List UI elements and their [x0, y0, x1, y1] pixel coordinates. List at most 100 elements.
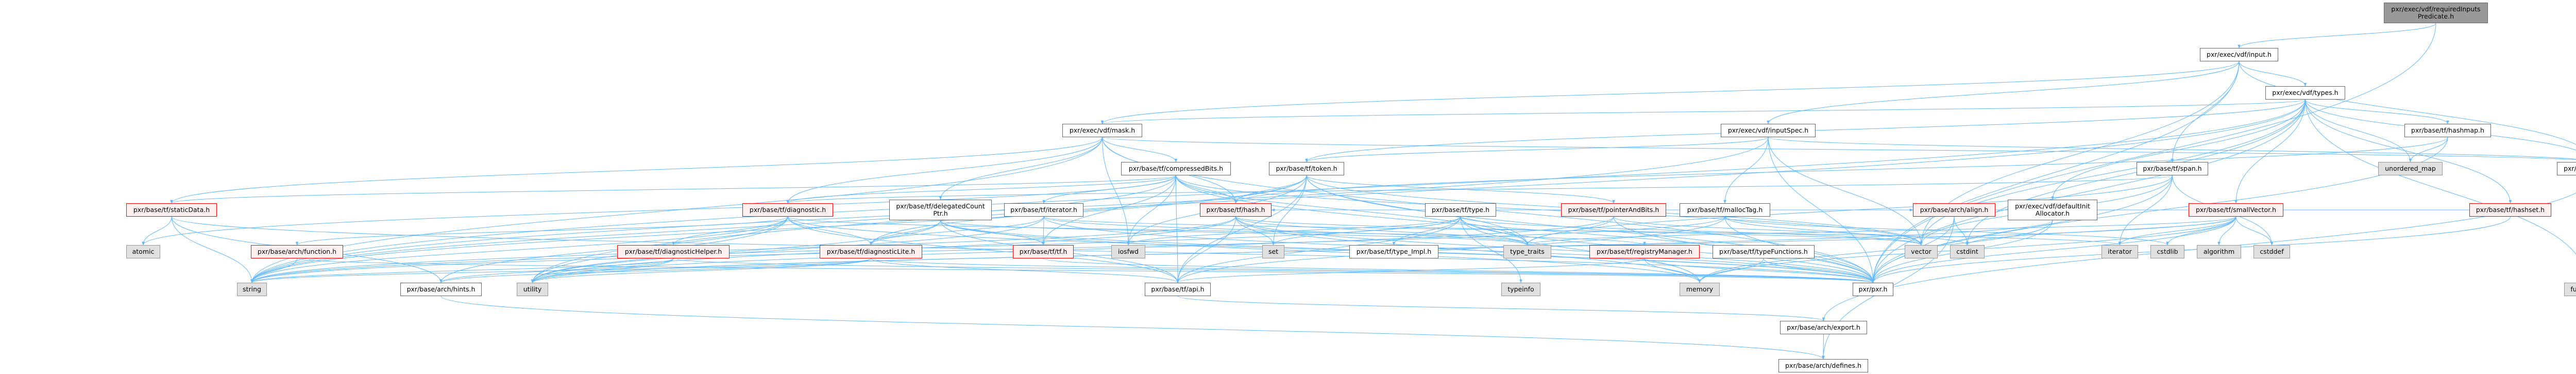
node-atomic[interactable]: atomic	[126, 245, 160, 258]
edge-input-to-inputSpec	[1767, 61, 2240, 124]
node-compressedBits[interactable]: pxr/base/tf/compressedBits.h	[1121, 162, 1231, 175]
edge-compressedBits-to-tfapi	[1176, 175, 1179, 283]
node-hashset[interactable]: pxr/base/tf/hashset.h	[2469, 203, 2551, 217]
node-type[interactable]: pxr/base/tf/type.h	[1425, 203, 1496, 217]
edge-rip-to-input	[2238, 23, 2436, 48]
node-function[interactable]: pxr/base/arch/function.h	[251, 245, 343, 258]
node-cstdlib[interactable]: cstdlib	[2150, 245, 2184, 258]
node-registryManager[interactable]: pxr/base/tf/registryManager.h	[1589, 245, 1700, 258]
edge-types-to-unordered_map	[2305, 99, 2412, 162]
edge-registryManager-to-memory	[1644, 258, 1701, 283]
node-algorithm[interactable]: algorithm	[2197, 245, 2241, 258]
edge-smallVector-to-pxr	[1871, 216, 2236, 283]
edge-hash-to-tfapi	[1176, 216, 1236, 283]
edge-hashmap-to-unordered_map	[2409, 137, 2448, 162]
node-pxr[interactable]: pxr/pxr.h	[1853, 283, 1893, 296]
edge-span-to-pxr	[1871, 175, 2173, 283]
node-string[interactable]: string	[237, 283, 267, 296]
edge-rip-to-pxr	[1871, 23, 2436, 283]
node-utility[interactable]: utility	[517, 283, 548, 296]
node-mallocTag[interactable]: pxr/base/tf/mallocTag.h	[1680, 203, 1770, 217]
node-token[interactable]: pxr/base/tf/token.h	[1269, 162, 1344, 175]
edge-input-to-span	[2171, 61, 2240, 162]
edge-input-to-types	[2239, 61, 2307, 87]
edge-function-to-string	[250, 258, 297, 283]
node-types[interactable]: pxr/exec/vdf/types.h	[2265, 86, 2345, 100]
edge-hash-to-string	[250, 216, 1236, 283]
edge-mask-to-compressedBits	[1102, 137, 1178, 162]
edge-align-to-cstdint	[1954, 216, 1969, 246]
node-hash[interactable]: pxr/base/tf/hash.h	[1200, 203, 1272, 217]
node-type_traits[interactable]: type_traits	[1503, 245, 1551, 258]
node-cstddef[interactable]: cstddef	[2253, 245, 2290, 258]
edge-defaultInit-to-memory	[1698, 220, 2053, 283]
edge-inputSpec-to-vector	[1768, 137, 1923, 246]
edge-hash-to-type_traits	[1235, 216, 1529, 246]
node-diagnosticLite[interactable]: pxr/base/tf/diagnosticLite.h	[820, 245, 922, 258]
node-tfiterator[interactable]: pxr/base/tf/iterator.h	[1004, 203, 1083, 217]
edge-export-to-defines	[1822, 334, 1825, 360]
edge-compressedBits-to-staticData	[170, 175, 1176, 204]
node-span[interactable]: pxr/base/tf/span.h	[2137, 162, 2208, 175]
edge-mask-to-iosfwd	[1102, 137, 1130, 246]
edge-mallocTag-to-vector	[1724, 216, 1923, 246]
edge-types-to-vector	[1920, 99, 2306, 246]
edge-smallVector-to-cstdlib	[2166, 216, 2236, 246]
node-iosfwd[interactable]: iosfwd	[1111, 245, 1145, 258]
node-hashmap[interactable]: pxr/base/tf/hashmap.h	[2404, 124, 2491, 137]
edge-inputSpec-to-vdfapi	[1768, 137, 2576, 159]
edge-mask-to-staticData	[170, 137, 1103, 204]
edge-input-to-mask	[1100, 61, 2240, 124]
node-typeFunctions[interactable]: pxr/base/tf/typeFunctions.h	[1713, 245, 1815, 258]
edge-compressedBits-to-atomic	[142, 175, 1176, 246]
node-inputSpec[interactable]: pxr/exec/vdf/inputSpec.h	[1721, 124, 1816, 137]
node-diagnosticHelper[interactable]: pxr/base/tf/diagnosticHelper.h	[617, 245, 730, 258]
node-vdfapi[interactable]: pxr/exec/vdf/api.h	[2557, 162, 2576, 175]
edge-hashmap-to-hash	[1234, 137, 2448, 204]
edge-function-to-pxr	[297, 258, 1874, 283]
node-hints[interactable]: pxr/base/arch/hints.h	[400, 283, 482, 296]
edge-staticData-to-string	[171, 216, 253, 283]
node-delegatedCountPtr[interactable]: pxr/base/tf/delegatedCount Ptr.h	[889, 200, 992, 220]
node-align[interactable]: pxr/base/arch/align.h	[1913, 203, 1995, 217]
edge-diagnosticHelper-to-utility	[531, 258, 674, 283]
edge-input-to-vdfapi	[2239, 61, 2576, 145]
edge-diagnosticHelper-to-pxr	[673, 258, 1874, 283]
edge-types-to-functional	[2305, 99, 2576, 255]
node-unordered_map[interactable]: unordered_map	[2378, 162, 2443, 175]
node-defines[interactable]: pxr/base/arch/defines.h	[1778, 359, 1868, 372]
node-input[interactable]: pxr/exec/vdf/input.h	[2200, 48, 2278, 61]
node-export[interactable]: pxr/base/arch/export.h	[1780, 321, 1867, 334]
edge-diagnostic-to-registryManager	[787, 216, 1646, 246]
edge-types-to-string	[250, 99, 2306, 283]
node-cstdint[interactable]: cstdint	[1950, 245, 1985, 258]
edge-tf-to-pxr	[1043, 258, 1874, 283]
node-tf[interactable]: pxr/base/tf/tf.h	[1013, 245, 1074, 258]
edge-tfiterator-to-diagnosticLite	[869, 216, 1044, 246]
edge-diagnosticLite-to-tfapi	[871, 258, 1179, 283]
edge-input-to-pxr	[1871, 61, 2240, 283]
node-functional[interactable]: functional	[2564, 283, 2576, 296]
edge-delegatedCountPtr-to-type_traits	[940, 220, 1529, 246]
node-pointerAndBits[interactable]: pxr/base/tf/pointerAndBits.h	[1561, 203, 1666, 217]
edge-hash-to-set	[1235, 216, 1275, 246]
node-typeinfo[interactable]: typeinfo	[1501, 283, 1540, 296]
node-smallVector[interactable]: pxr/base/tf/smallVector.h	[2189, 203, 2283, 217]
node-typeImpl[interactable]: pxr/base/tf/type_Impl.h	[1349, 245, 1438, 258]
node-defaultInit[interactable]: pxr/exec/vdf/defaultInit Allocator.h	[2008, 200, 2097, 220]
edge-type-to-tfapi	[1176, 216, 1461, 283]
node-tfapi[interactable]: pxr/base/tf/api.h	[1145, 283, 1211, 296]
node-set[interactable]: set	[1262, 245, 1284, 258]
node-iterator[interactable]: iterator	[2102, 245, 2138, 258]
node-staticData[interactable]: pxr/base/tf/staticData.h	[126, 203, 217, 217]
edge-hash-to-pxr	[1235, 216, 1875, 283]
node-vector[interactable]: vector	[1905, 245, 1938, 258]
edge-diagnosticLite-to-utility	[531, 258, 871, 283]
edge-types-to-smallVector	[2234, 99, 2306, 204]
edge-pointerAndBits-to-cstdint	[1613, 216, 1969, 246]
node-diagnostic[interactable]: pxr/base/tf/diagnostic.h	[742, 203, 833, 217]
node-memory[interactable]: memory	[1680, 283, 1720, 296]
edge-diagnostic-to-diagnosticHelper	[672, 216, 788, 246]
node-mask[interactable]: pxr/exec/vdf/mask.h	[1062, 124, 1142, 137]
